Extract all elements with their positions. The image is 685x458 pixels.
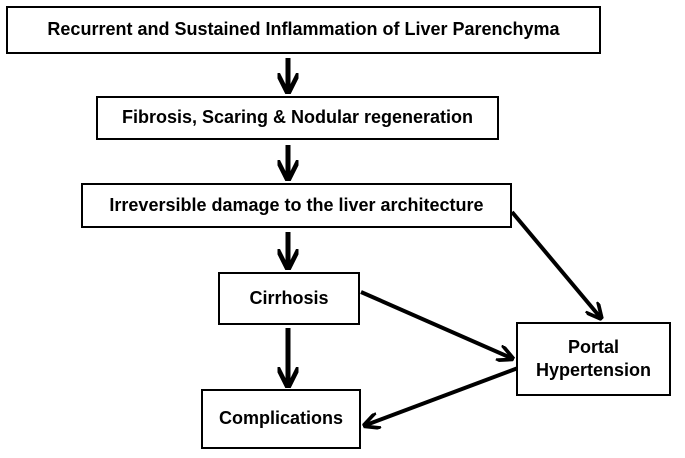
node-portal-hypertension: Portal Hypertension xyxy=(516,322,671,396)
node-cirrhosis: Cirrhosis xyxy=(218,272,360,325)
arrow-damage-to-portal-hypertension xyxy=(510,210,600,317)
node-irreversible-damage: Irreversible damage to the liver archite… xyxy=(81,183,512,228)
arrow-portal-hypertension-to-complications xyxy=(366,366,519,425)
node-inflammation: Recurrent and Sustained Inflammation of … xyxy=(6,6,601,54)
arrow-cirrhosis-to-portal-hypertension xyxy=(360,290,511,358)
node-fibrosis: Fibrosis, Scaring & Nodular regeneration xyxy=(96,96,499,140)
node-complications: Complications xyxy=(201,389,361,449)
